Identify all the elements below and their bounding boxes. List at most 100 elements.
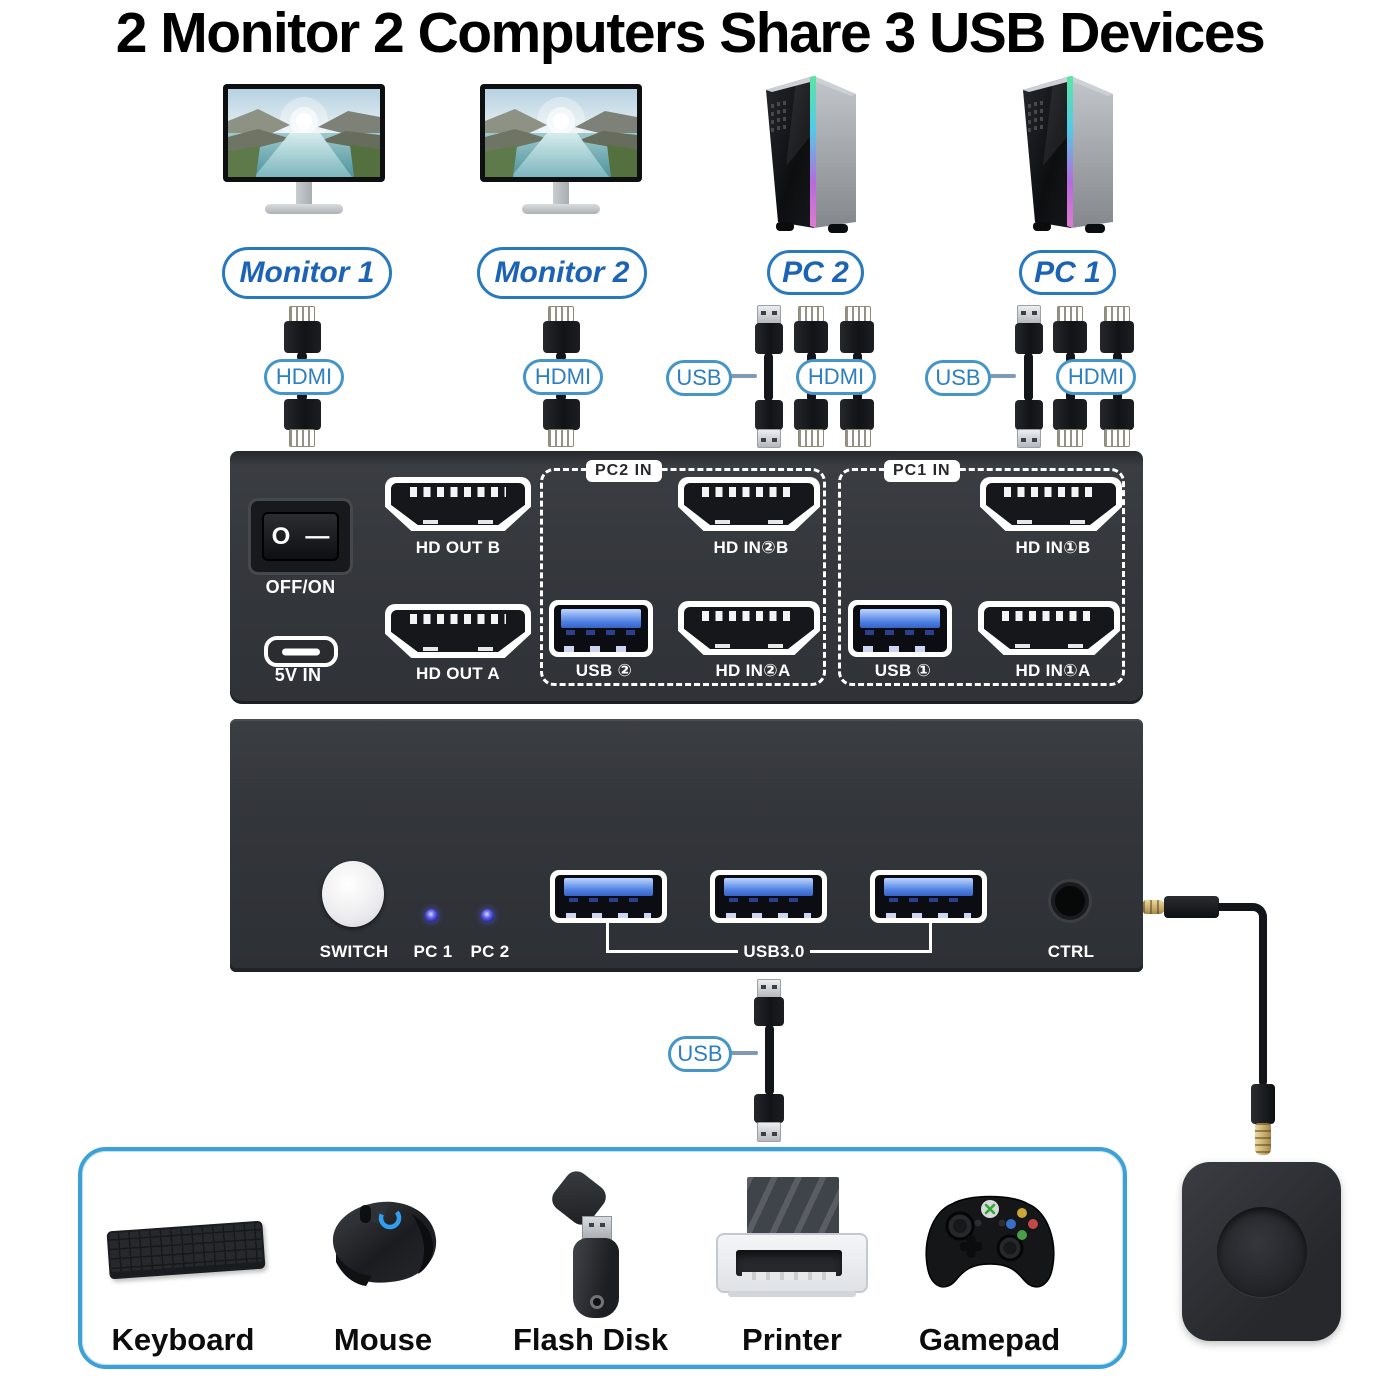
pc-1-hdmi-tag-pill: HDMI [1056,359,1136,395]
ctrl-label: CTRL [1047,942,1095,961]
pc1-in-group-title: PC1 IN [884,460,960,482]
hd-in-2a-label: HD IN②A [715,661,791,680]
hd-out-a-port [385,604,531,658]
hdmi-tag: HDMI [807,364,865,389]
hd-out-b-port [385,477,531,531]
usb-plug-icon [754,997,784,1026]
gamepad-icon [916,1190,1064,1298]
power-switch-label: OFF/ON [265,577,336,597]
usb3-port-3 [870,870,987,923]
hd-in-2a-port [678,601,820,655]
pc-1-tower-image [1009,74,1129,234]
monitor-2-label: Monitor 2 [494,256,630,289]
power-rocker-switch: O — [248,498,353,575]
pc-1-label: PC 1 [1034,255,1101,289]
landscape-wallpaper [228,89,380,177]
audio-jack-tip-icon [1143,900,1165,914]
printer-output-paper-icon [742,1272,836,1280]
monitor-1-stand [296,182,312,206]
usb-tag: USB [677,1041,723,1066]
printer-label: Printer [742,1322,842,1357]
usb-a-plug-tip-icon [757,429,781,448]
hdmi-plug-tip-icon [548,429,574,447]
hd-in-1b-label: HD IN①B [1015,538,1091,557]
pc-2-tower-image [752,74,872,234]
hdmi-plug-icon [1053,321,1087,353]
pc-2-label-pill: PC 2 [767,250,864,295]
page-title: 2 Monitor 2 Computers Share 3 USB Device… [115,1,1266,65]
usb-a-plug-tip-icon [1017,305,1041,324]
monitor-2-label-pill: Monitor 2 [477,247,647,299]
power-on-symbol: — [305,522,330,550]
monitor-2-image [480,84,642,182]
cable-segment [765,1025,774,1095]
usb-a-plug-tip-icon [1017,429,1041,448]
hdmi-plug-icon [1100,321,1134,353]
usb-a-plug-tip-icon [757,979,781,998]
monitor-1-label: Monitor 1 [239,256,375,289]
power-rocker-key: O — [262,512,339,561]
pc2-led-indicator [481,909,494,922]
monitor-2-stand [553,182,569,206]
hdmi-tag: HDMI [534,364,592,389]
usb-2-port [549,600,653,657]
cable-segment [556,392,566,401]
audio-jack-tip-icon [1255,1123,1271,1155]
pc-2-usb-tag-pill: USB [666,360,732,396]
usb3-port-1 [550,870,667,923]
hdmi-plug-tip-icon [289,306,315,322]
printer-slot-icon [736,1250,842,1276]
printer-tray-icon [728,1291,856,1297]
hdmi-plug-tip-icon [798,429,824,447]
hd-out-a-label: HD OUT A [416,664,500,683]
hdmi-plug-icon [1100,399,1134,430]
usb-tag-pointer-line [989,374,1016,378]
flash-disk-hole-icon [590,1295,604,1309]
remote-button-circle [1216,1206,1307,1297]
flash-disk-usb-tip-icon [582,1216,612,1240]
cable-segment [297,352,307,361]
kvm-switch-front-panel [230,719,1143,972]
usb-plug-icon [755,400,783,430]
pc2-in-group-outline [540,468,826,686]
hdmi-plug-icon [840,321,874,353]
usb-1-port [848,600,952,657]
pc1-led-label: PC 1 [413,942,453,961]
usb-1-label: USB ① [874,661,932,680]
hd-in-1b-port [980,477,1122,531]
hdmi-plug-icon [543,321,580,353]
cable-elbow [1218,903,1267,933]
hub-usb-tag-pill: USB [668,1036,732,1072]
monitor-2-hdmi-tag-pill: HDMI [523,359,603,395]
hd-out-b-label: HD OUT B [415,538,501,557]
hdmi-plug-tip-icon [289,429,315,447]
hd-in-1a-port [978,601,1120,655]
hdmi-plug-tip-icon [1057,306,1083,322]
usb-plug-icon [755,323,783,354]
hdmi-plug-icon [284,399,321,430]
printer-paper-icon [747,1177,839,1239]
power-off-symbol: O [271,522,291,550]
keyboard-label: Keyboard [111,1322,255,1357]
hdmi-tag: HDMI [275,364,333,389]
hdmi-plug-icon [794,399,828,430]
hdmi-plug-tip-icon [1057,429,1083,447]
cable-segment [764,353,773,401]
audio-jack-plug-icon [1251,1084,1275,1124]
pc-2-label: PC 2 [782,255,849,289]
pc1-in-group-outline [838,468,1125,686]
audio-jack-plug-icon [1164,896,1219,918]
pc2-in-group-title: PC2 IN [586,460,662,482]
monitor-2-base [522,204,600,214]
cable-segment [297,392,307,401]
usb-tag: USB [935,365,981,390]
usb-group-bracket [606,923,609,953]
hdmi-plug-icon [284,321,321,353]
pc2-led-label: PC 2 [470,942,510,961]
hdmi-plug-tip-icon [548,306,574,322]
usb-tag-pointer-line [730,1051,758,1055]
hdmi-plug-icon [1053,399,1087,430]
pc1-led-indicator [425,909,438,922]
hdmi-plug-tip-icon [798,306,824,322]
